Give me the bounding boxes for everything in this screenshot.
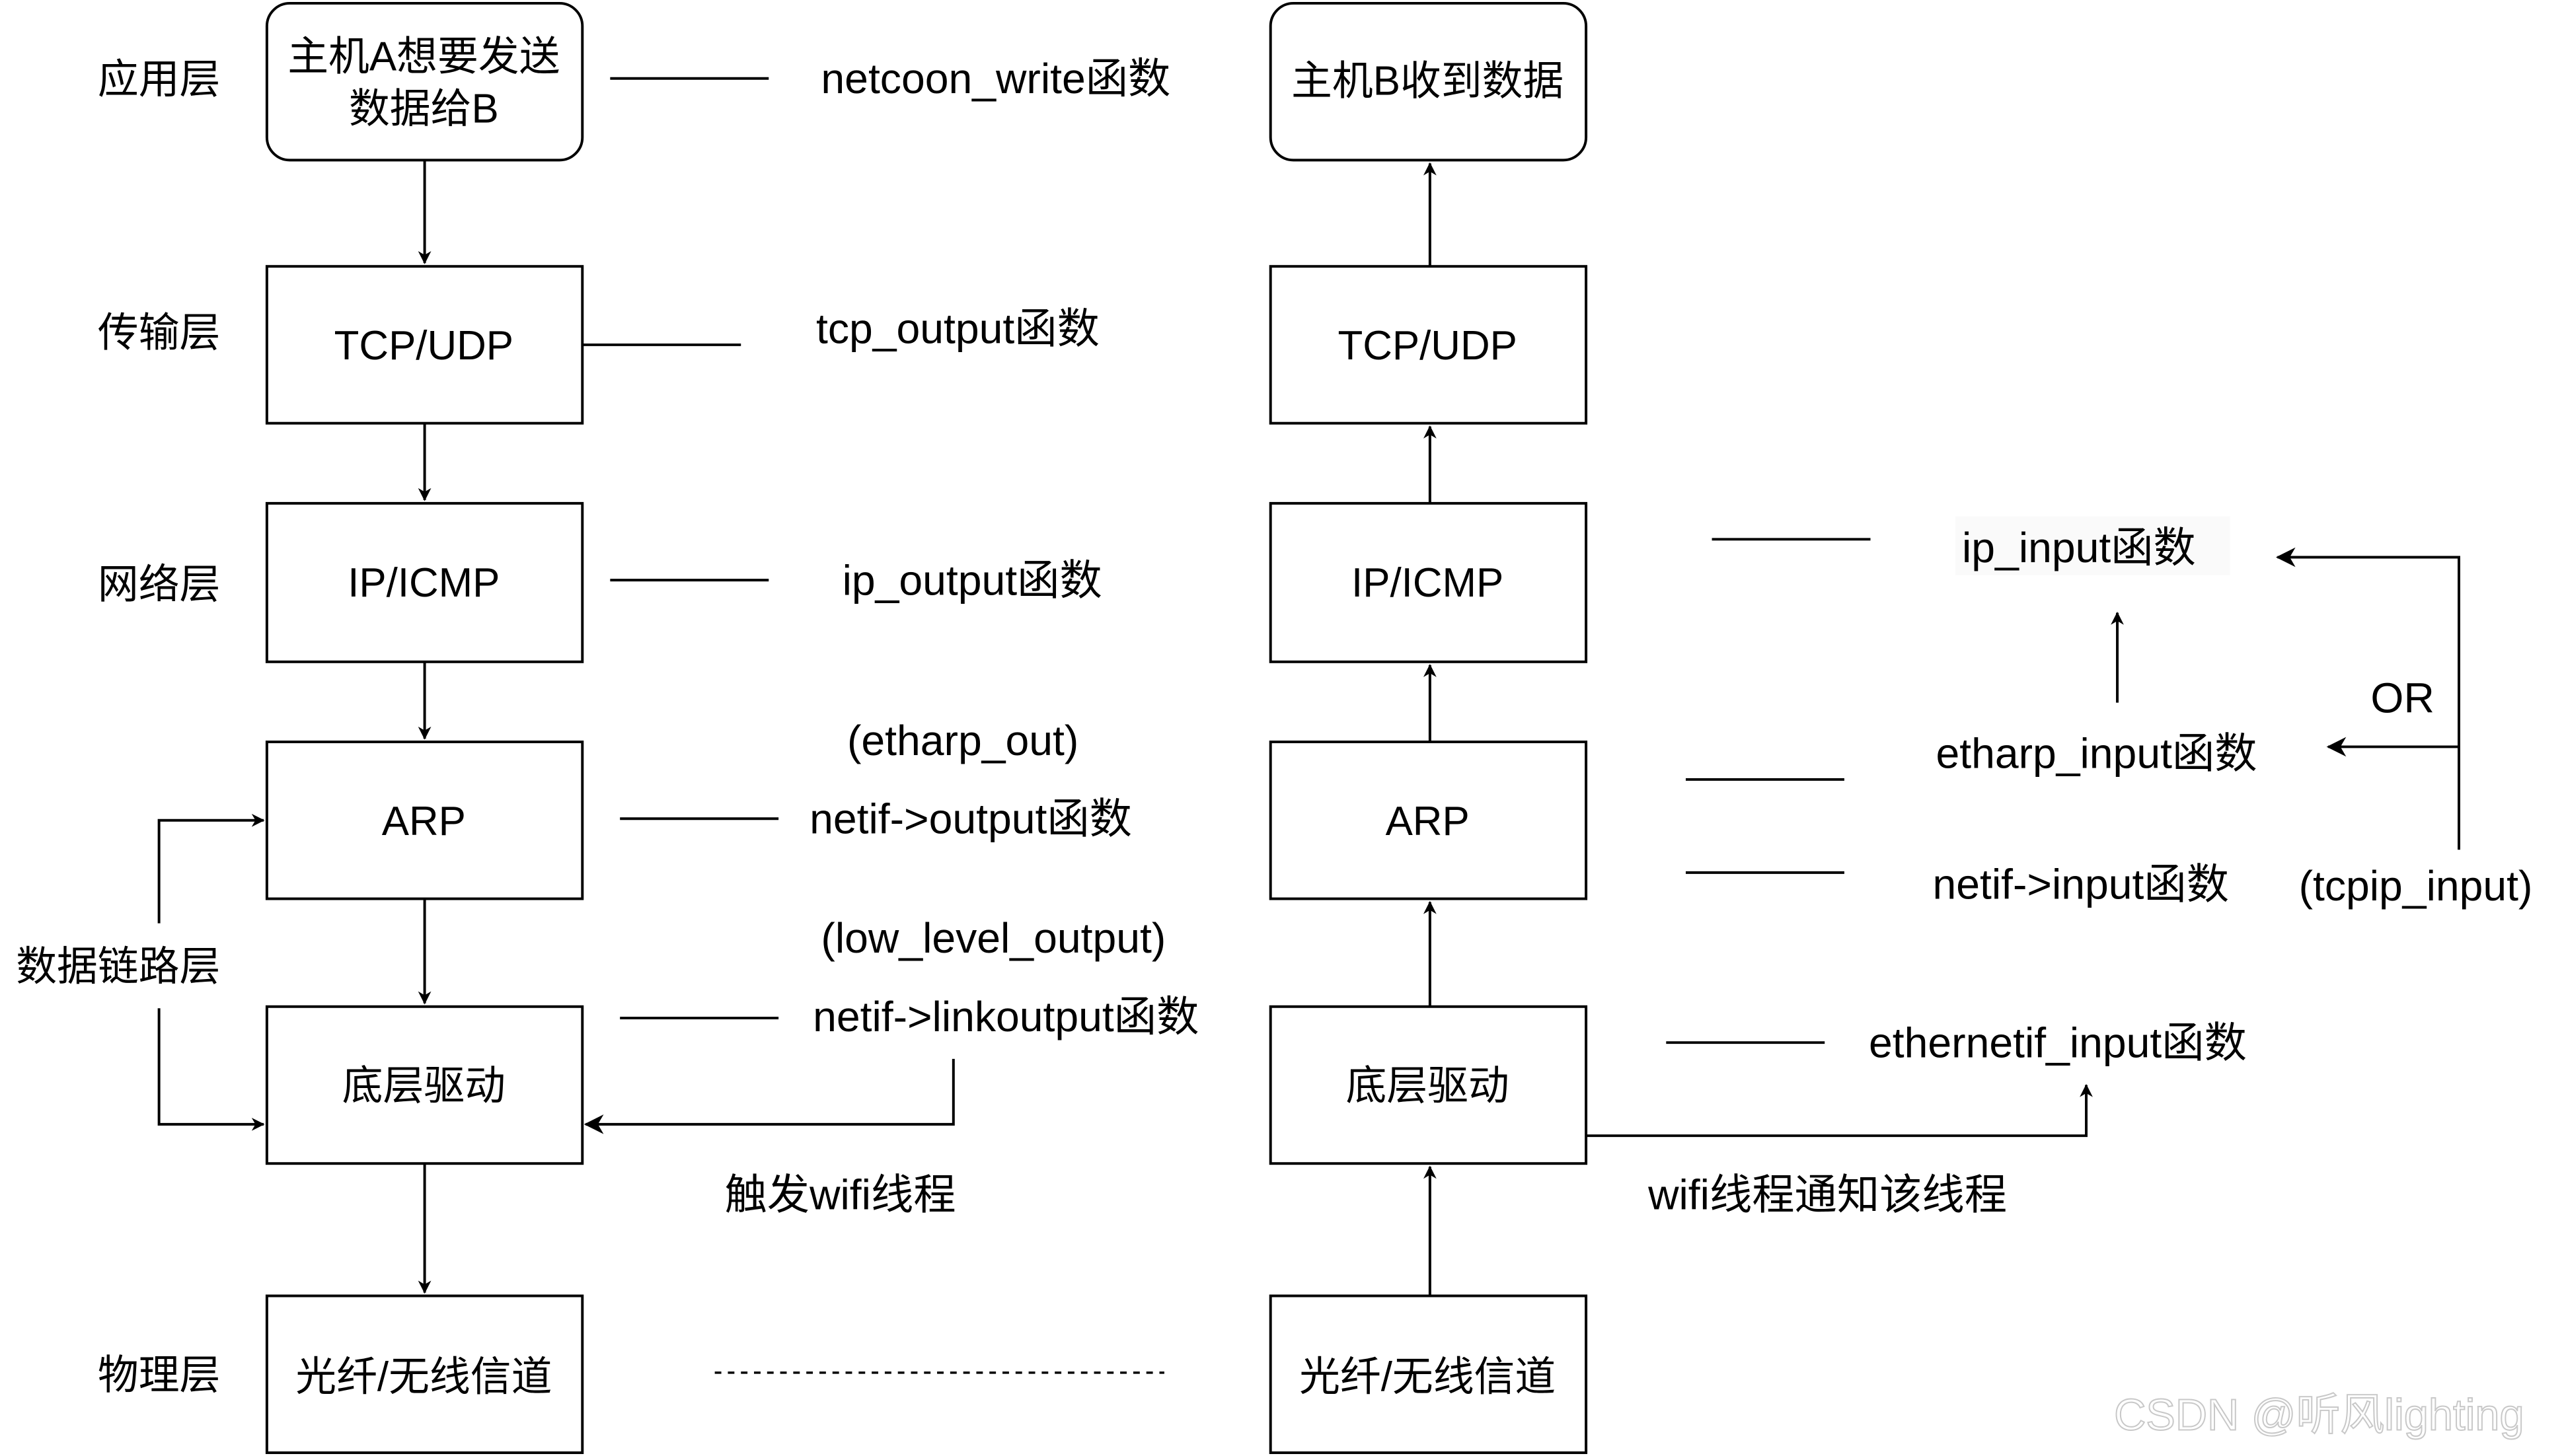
host-a-app-line1: 主机A想要发送 xyxy=(287,34,560,79)
send-fn-transport: tcp_output函数 xyxy=(816,305,1100,352)
ethernetif-input-arrow-icon xyxy=(1586,1083,2093,1138)
host-a-network-box xyxy=(265,501,584,663)
linkoutput-arrow-icon xyxy=(584,1058,955,1134)
host-a-physical-box xyxy=(265,1294,584,1455)
host-b-arp-label: ARP xyxy=(1386,799,1470,844)
recv-or-label: OR xyxy=(2370,674,2434,722)
host-a-transport-box xyxy=(265,265,584,425)
recv-notify-label: wifi线程通知该线程 xyxy=(1647,1171,2007,1218)
host-a-driver-box xyxy=(265,1005,584,1165)
recv-fn-arp: etharp_input函数 xyxy=(1936,730,2257,778)
host-a-arp-box xyxy=(265,741,584,900)
host-b-stack: 主机B收到数据 TCP/UDP IP/ICMP ARP 底层驱动 光纤/无线信道 xyxy=(1269,1,2093,1455)
host-a-transport-label: TCP/UDP xyxy=(334,323,513,369)
send-fn-driver-alias: (low_level_output) xyxy=(821,914,1166,962)
host-b-network-box xyxy=(1269,501,1588,663)
send-fn-arp-alias: (etharp_out) xyxy=(847,717,1078,764)
host-a-stack: 主机A想要发送 数据给B TCP/UDP IP/ICMP ARP 底层驱动 光纤… xyxy=(157,1,955,1455)
host-b-driver-label: 底层驱动 xyxy=(1345,1064,1509,1109)
tcpip-input-to-ip-input-arrow-icon xyxy=(2275,547,2460,850)
host-b-physical-label: 光纤/无线信道 xyxy=(1299,1354,1556,1400)
send-fn-app: netcoon_write函数 xyxy=(821,55,1170,102)
datalink-bracket-arrow-down-icon xyxy=(157,1008,265,1131)
recv-fn-driver: ethernetif_input函数 xyxy=(1869,1019,2247,1066)
host-a-driver-label: 底层驱动 xyxy=(342,1064,506,1109)
recv-fn-network: ip_input函数 xyxy=(1962,524,2196,571)
watermark: CSDN @听风lighting xyxy=(2114,1391,2524,1439)
host-a-arp-label: ARP xyxy=(382,799,466,844)
recv-fn-netif-input: netif->input函数 xyxy=(1933,860,2230,908)
send-fn-driver: netif->linkoutput函数 xyxy=(813,993,1199,1040)
layer-label-physical: 物理层 xyxy=(98,1353,221,1399)
recv-fn-netif-input-alias: (tcpip_input) xyxy=(2299,862,2533,910)
send-trigger-label: 触发wifi线程 xyxy=(724,1171,956,1218)
host-b-transport-box xyxy=(1269,265,1588,425)
host-b-transport-label: TCP/UDP xyxy=(1338,323,1517,369)
layer-label-application: 应用层 xyxy=(98,57,221,102)
host-a-app-box xyxy=(265,1,584,162)
host-b-driver-box xyxy=(1269,1005,1588,1165)
host-b-network-label: IP/ICMP xyxy=(1351,560,1503,606)
host-b-arp-box xyxy=(1269,741,1588,900)
ip-input-highlight xyxy=(1955,516,2230,575)
datalink-bracket-arrow-up-icon xyxy=(157,813,265,924)
host-b-app-box xyxy=(1269,1,1588,162)
send-fn-arp: netif->output函数 xyxy=(810,795,1132,843)
layer-label-network: 网络层 xyxy=(98,562,221,607)
host-a-app-line2: 数据给B xyxy=(349,87,499,132)
host-b-physical-box xyxy=(1269,1294,1588,1455)
host-a-network-label: IP/ICMP xyxy=(348,560,500,606)
send-fn-network: ip_output函数 xyxy=(843,556,1102,604)
layer-label-transport: 传输层 xyxy=(98,310,221,355)
host-b-app-label: 主机B收到数据 xyxy=(1291,58,1564,104)
host-a-physical-label: 光纤/无线信道 xyxy=(295,1354,552,1400)
layer-label-datalink: 数据链路层 xyxy=(16,944,220,990)
